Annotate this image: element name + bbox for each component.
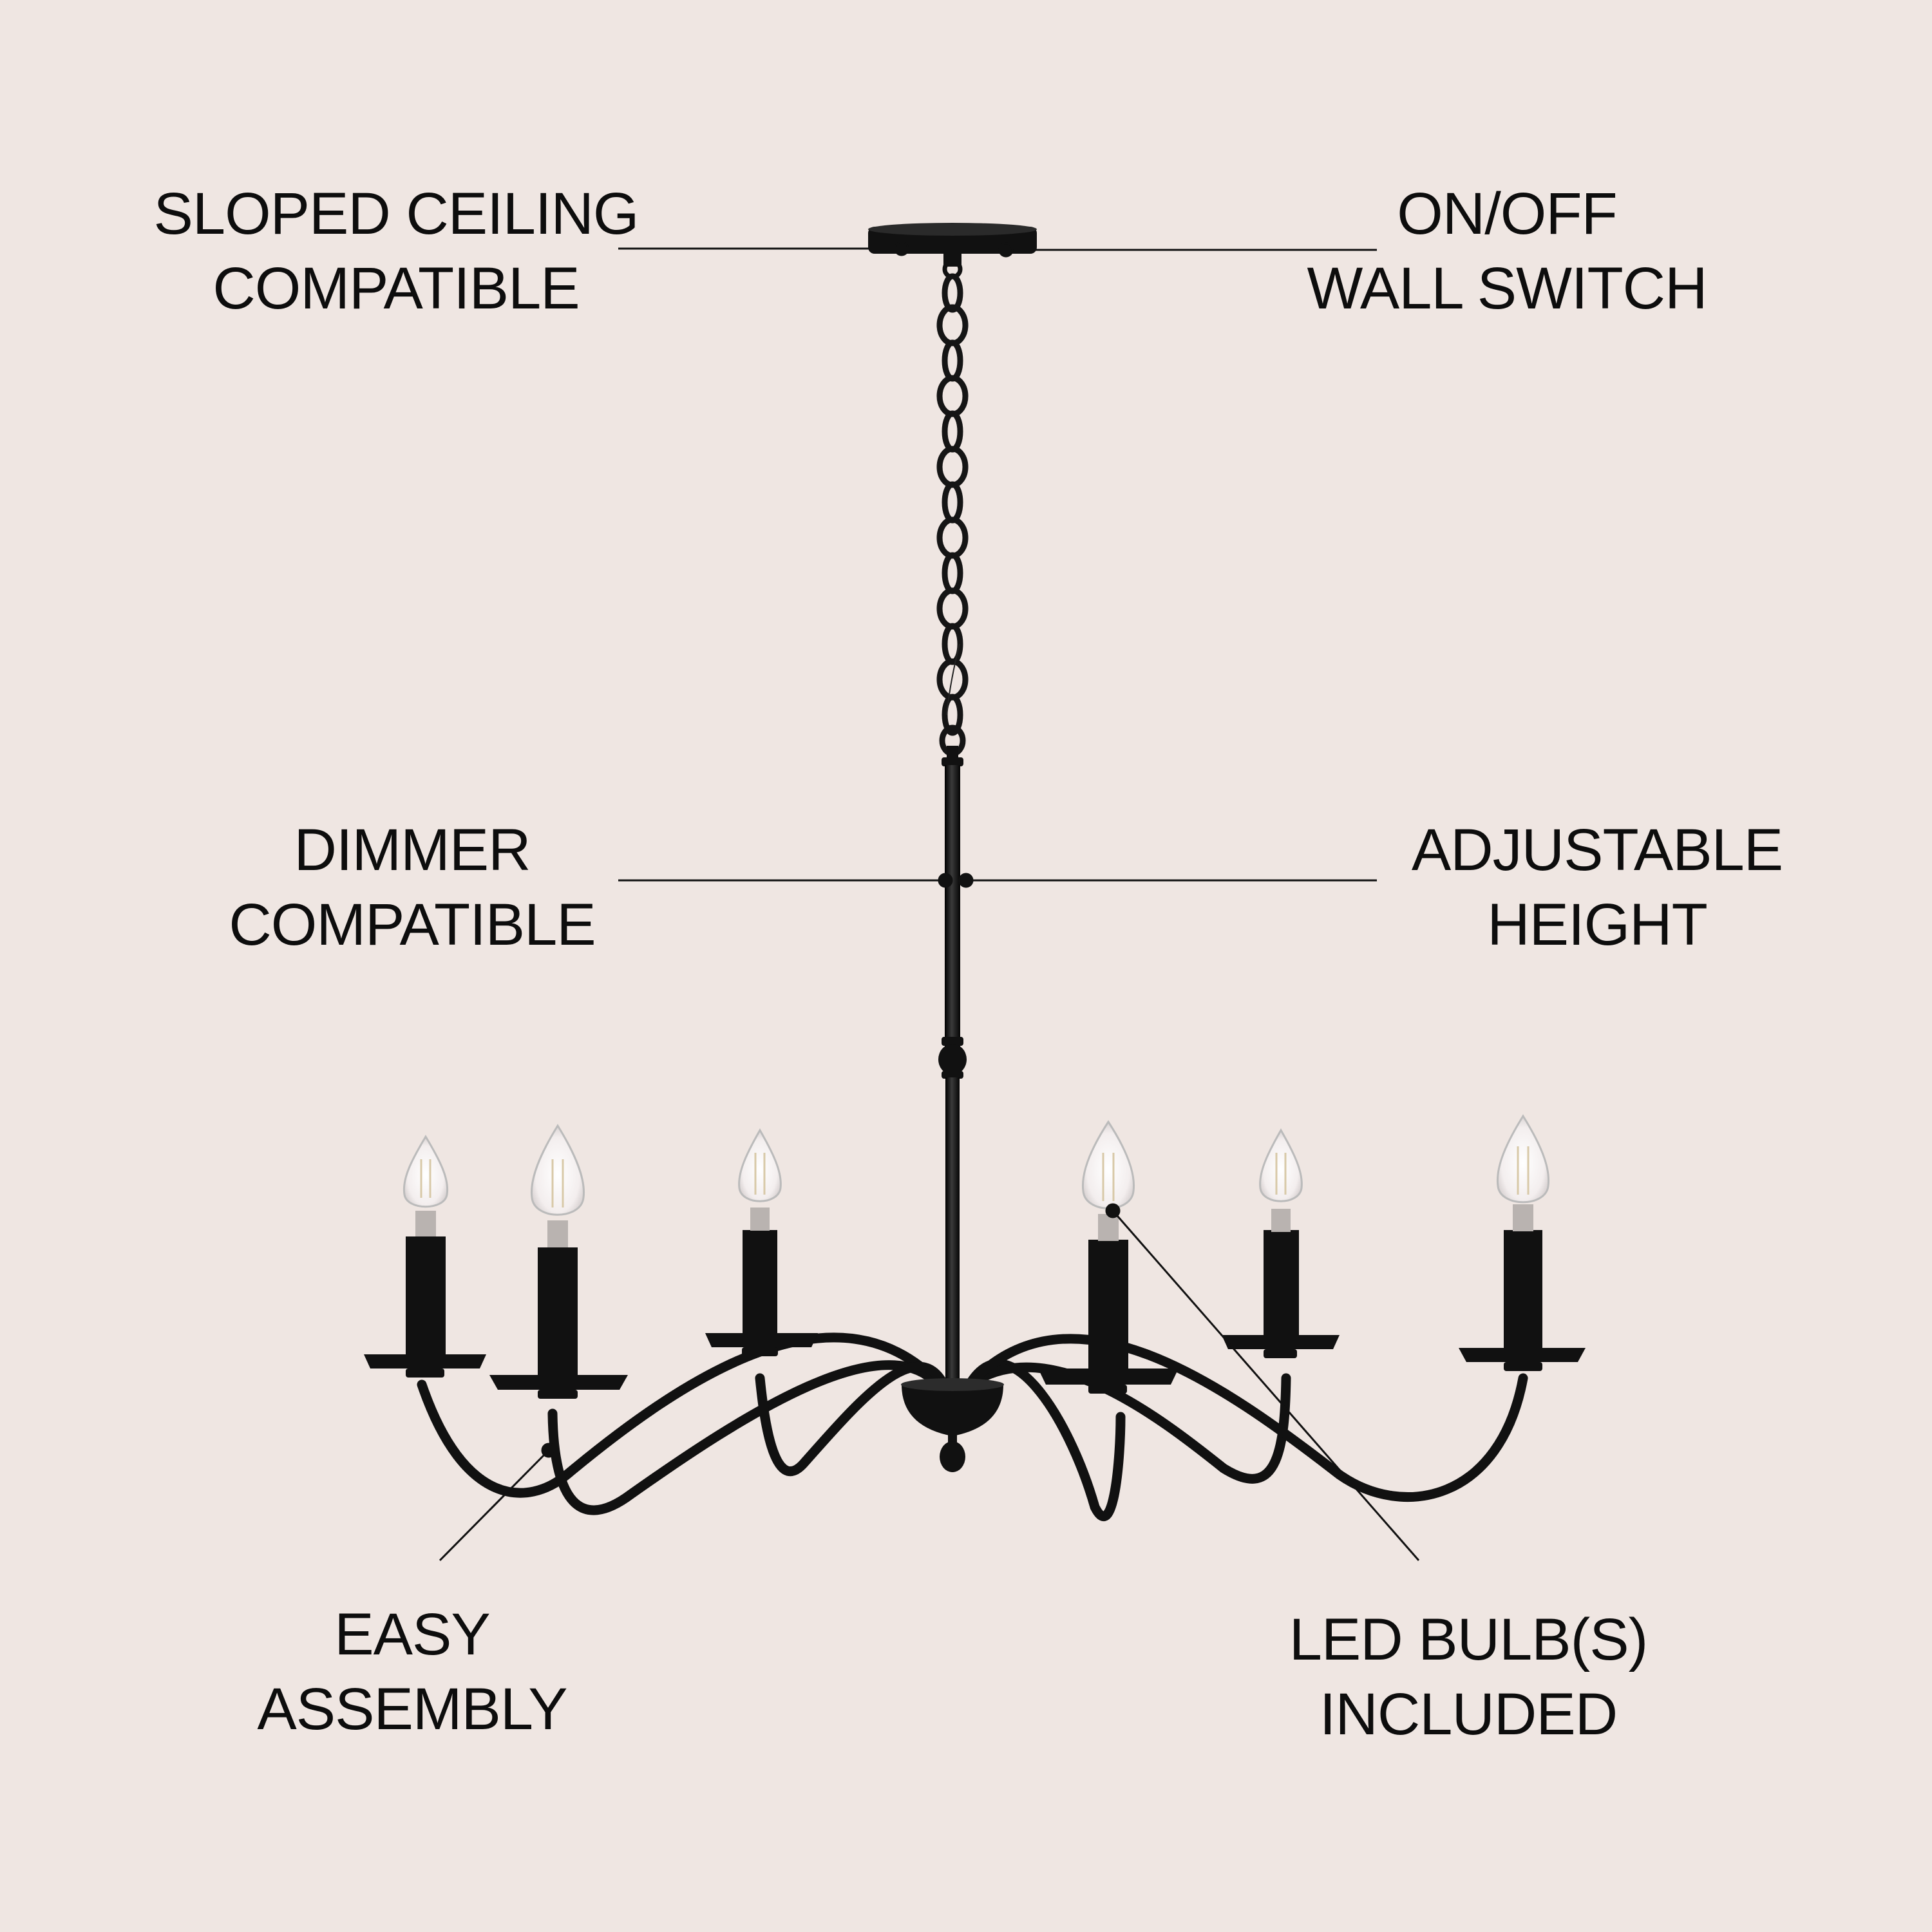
callout-line: COMPATIBLE xyxy=(229,892,596,958)
led-bulb xyxy=(1496,1114,1550,1231)
leader-dot-led-bulbs xyxy=(1105,1203,1121,1218)
hanging-chain xyxy=(936,273,969,757)
led-bulb xyxy=(402,1135,449,1236)
led-bulb xyxy=(530,1124,585,1247)
leader-dot-adjustable-height xyxy=(958,873,974,888)
callout-leaders xyxy=(439,241,1420,1562)
callout-sloped-ceiling: SLOPED CEILING COMPATIBLE xyxy=(142,176,650,326)
callout-adjustable-height: ADJUSTABLE HEIGHT xyxy=(1372,813,1823,962)
leader-dot-wall-switch xyxy=(998,242,1014,258)
leader-dot-dimmer xyxy=(938,873,953,888)
callout-led-bulbs: LED BULB(S) INCLUDED xyxy=(1243,1602,1694,1752)
callout-line: HEIGHT xyxy=(1487,892,1708,958)
led-bulbs xyxy=(402,1114,1550,1247)
callout-line: COMPATIBLE xyxy=(213,256,580,321)
center-rod xyxy=(938,746,967,1380)
led-bulb xyxy=(1081,1120,1135,1241)
callout-line: DIMMER xyxy=(294,817,531,883)
callout-easy-assembly: EASY ASSEMBLY xyxy=(187,1597,638,1747)
led-bulb xyxy=(1259,1128,1303,1232)
leader-line-easy-assembly xyxy=(439,1449,550,1562)
candle-cups xyxy=(364,1230,1586,1399)
callout-line: ADJUSTABLE xyxy=(1411,817,1783,883)
callout-line: EASY xyxy=(334,1602,490,1667)
callout-line: ASSEMBLY xyxy=(257,1676,567,1742)
callout-line: SLOPED CEILING xyxy=(153,181,639,247)
leader-dot-easy-assembly xyxy=(541,1443,556,1458)
callout-line: ON/OFF xyxy=(1397,181,1618,247)
leader-dot-sloped-ceiling xyxy=(894,241,909,256)
ceiling-canopy xyxy=(868,223,1037,279)
callout-line: INCLUDED xyxy=(1319,1681,1618,1747)
callout-wall-switch: ON/OFF WALL SWITCH xyxy=(1282,176,1732,326)
center-bowl xyxy=(901,1378,1004,1472)
led-bulb xyxy=(738,1128,782,1231)
callout-line: WALL SWITCH xyxy=(1307,256,1707,321)
chandelier-arms xyxy=(417,1332,1528,1522)
callout-dimmer: DIMMER COMPATIBLE xyxy=(180,813,644,962)
leader-line-led-bulbs xyxy=(1112,1210,1420,1561)
callout-line: LED BULB(S) xyxy=(1289,1607,1649,1672)
